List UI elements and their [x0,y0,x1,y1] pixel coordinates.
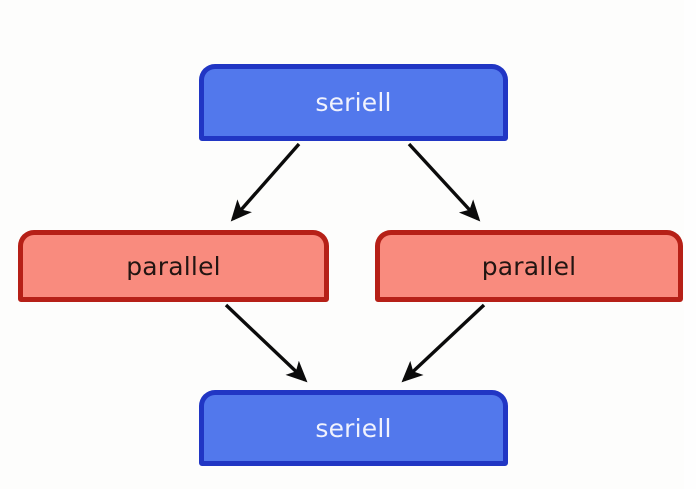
node-label: parallel [126,251,221,281]
node-parallel-right[interactable]: parallel [375,230,683,302]
edge-right-to-bottom [401,303,486,383]
node-parallel-left[interactable]: parallel [18,230,329,302]
node-label: seriell [315,413,392,443]
node-seriell-bottom[interactable]: seriell [199,390,508,466]
node-label: parallel [481,251,577,281]
edge-left-to-bottom [224,303,308,383]
edge-top-to-right [407,142,481,222]
edge-top-to-left [230,142,301,222]
node-seriell-top[interactable]: seriell [199,64,508,141]
node-label: seriell [315,88,392,117]
